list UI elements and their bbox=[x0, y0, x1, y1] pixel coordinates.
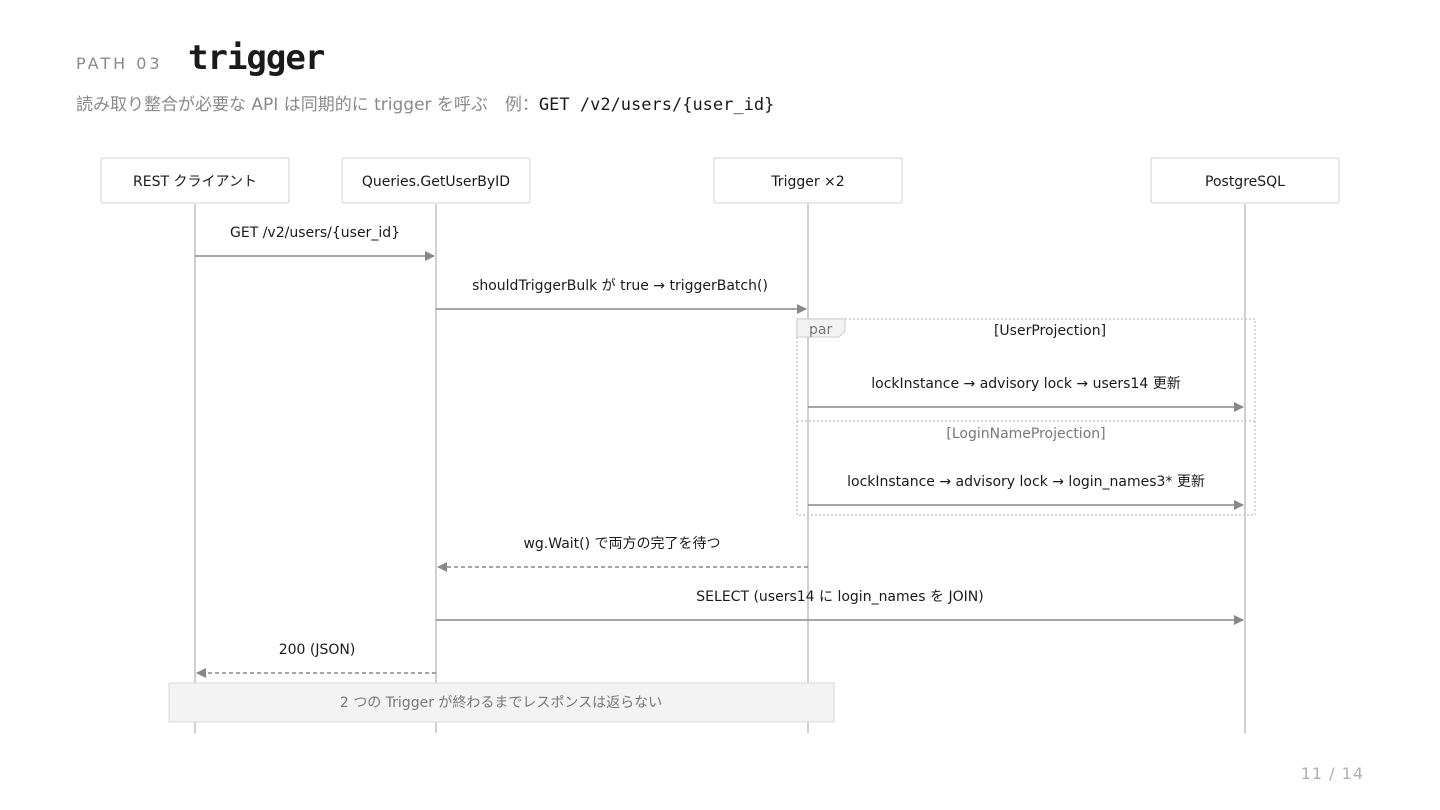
subtitle-text: 読み取り整合が必要な API は同期的に trigger を呼ぶ 例： bbox=[76, 95, 539, 115]
message-wait-group: wg.Wait() で両方の完了を待つ bbox=[437, 536, 808, 572]
message-label: lockInstance → advisory lock → users14 更… bbox=[871, 376, 1180, 392]
message-label: shouldTriggerBulk が true → triggerBatch(… bbox=[472, 278, 768, 294]
message-label: 200 (JSON) bbox=[279, 642, 356, 658]
participant-postgres: PostgreSQL bbox=[1150, 157, 1340, 204]
participant-postgres-label: PostgreSQL bbox=[1205, 174, 1285, 190]
subtitle: 読み取り整合が必要な API は同期的に trigger を呼ぶ 例：GET /… bbox=[76, 90, 774, 115]
message-label: wg.Wait() で両方の完了を待つ bbox=[523, 536, 720, 552]
participant-queries-label: Queries.GetUserByID bbox=[362, 174, 510, 190]
message-response: 200 (JSON) bbox=[196, 642, 436, 678]
message-get-request: GET /v2/users/{user_id} bbox=[195, 225, 435, 261]
par-section-user-projection: [UserProjection] bbox=[994, 323, 1106, 339]
participant-client: REST クライアント bbox=[100, 157, 290, 204]
par-section-login-name-projection: [LoginNameProjection] bbox=[946, 426, 1105, 442]
page-title: trigger bbox=[188, 38, 325, 78]
page-number: 11 / 14 bbox=[1300, 764, 1364, 783]
par-label: par bbox=[809, 322, 832, 338]
message-label: SELECT (users14 に login_names を JOIN) bbox=[696, 589, 983, 605]
message-select-join: SELECT (users14 に login_names を JOIN) bbox=[436, 589, 1244, 625]
message-users-update: lockInstance → advisory lock → users14 更… bbox=[808, 376, 1244, 412]
note: 2 つの Trigger が終わるまでレスポンスは返らない bbox=[168, 682, 835, 723]
participant-client-label: REST クライアント bbox=[133, 174, 257, 190]
note-text: 2 つの Trigger が終わるまでレスポンスは返らない bbox=[340, 695, 662, 711]
participant-trigger: Trigger ×2 bbox=[713, 157, 903, 204]
path-label: PATH 03 bbox=[76, 54, 163, 73]
message-trigger-batch: shouldTriggerBulk が true → triggerBatch(… bbox=[436, 278, 807, 314]
par-frame: par [UserProjection] [LoginNameProjectio… bbox=[796, 318, 1256, 516]
message-label: GET /v2/users/{user_id} bbox=[230, 225, 400, 241]
subtitle-code: GET /v2/users/{user_id} bbox=[538, 95, 775, 115]
message-label: lockInstance → advisory lock → login_nam… bbox=[847, 474, 1205, 490]
message-login-names-update: lockInstance → advisory lock → login_nam… bbox=[808, 474, 1244, 510]
participant-queries: Queries.GetUserByID bbox=[341, 157, 531, 204]
participant-trigger-label: Trigger ×2 bbox=[770, 174, 844, 190]
